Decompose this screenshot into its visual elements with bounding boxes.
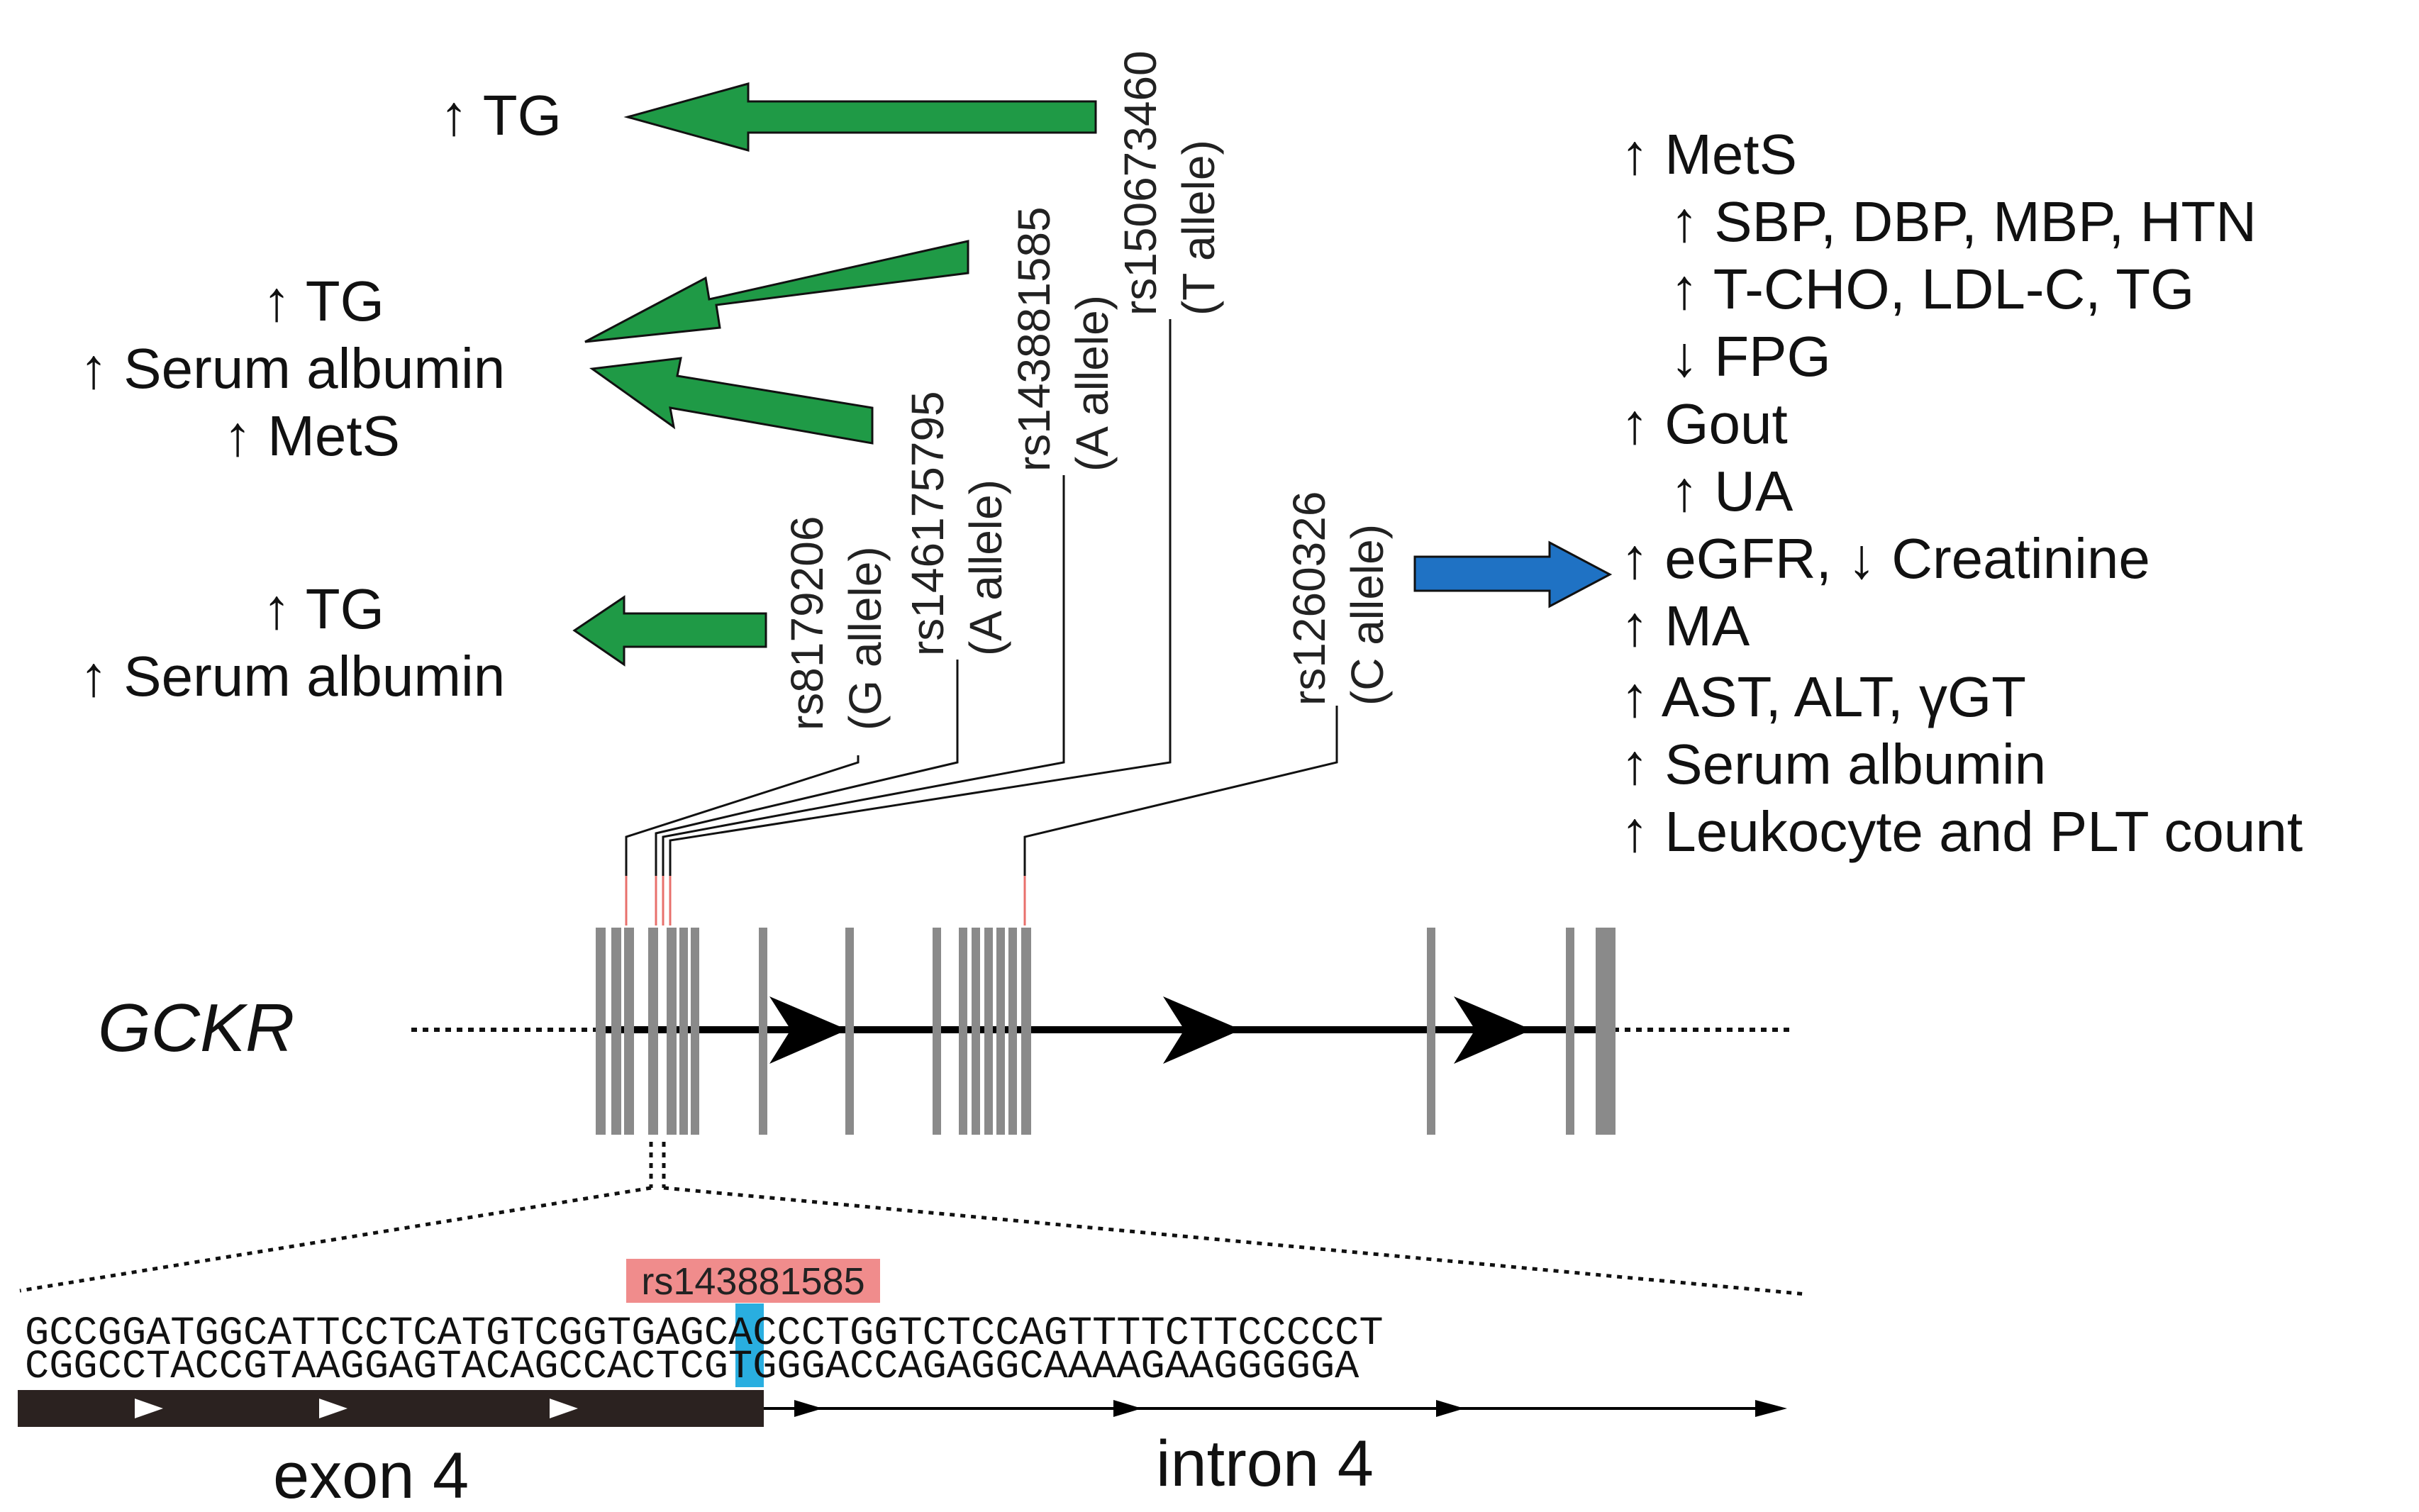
snp-highlight-base-box bbox=[735, 1303, 764, 1387]
seq-top-right: GTGAGCACCCTGGTCTCCAGTTTTCTTCCCCCT bbox=[583, 1311, 1384, 1357]
snp-label-rs146175795: rs146175795 (A allele) bbox=[902, 391, 1011, 656]
assoc-rs1260326-list: ↑ MetS ↑ SBP, DBP, MBP, HTN ↑ T-CHO, LDL… bbox=[1620, 123, 2303, 863]
snp-connectors bbox=[625, 319, 1338, 876]
intron-label: intron 4 bbox=[1156, 1428, 1374, 1500]
exon-1 bbox=[596, 928, 606, 1135]
assoc-group-3: ↑ TG ↑ Serum albumin bbox=[79, 577, 505, 708]
chevron-right-icon bbox=[319, 1399, 347, 1418]
snp-allele-rs143881585: (A allele) bbox=[1067, 295, 1118, 472]
strand-arrow-icon-1 bbox=[769, 996, 847, 1064]
seq-top-left: GCCGGATGGCATTCCTCATGTC bbox=[25, 1311, 559, 1357]
seq-top-snp-base: G bbox=[559, 1311, 583, 1357]
exon-18 bbox=[1566, 928, 1574, 1135]
strand-arrow-icon-3 bbox=[1454, 996, 1532, 1064]
seq-bottom-snp-base: C bbox=[559, 1345, 583, 1390]
exon-8 bbox=[759, 928, 767, 1135]
assoc-right-line-3: ↑ T-CHO, LDL-C, TG bbox=[1670, 257, 2194, 321]
exon-17 bbox=[1427, 928, 1435, 1135]
snp-label-rs143881585: rs143881585 (A allele) bbox=[1008, 206, 1118, 472]
exon-4 bbox=[648, 928, 658, 1135]
assoc-right-line-5: ↑ Gout bbox=[1620, 392, 1788, 455]
assoc-right-line-8: ↑ MA bbox=[1620, 594, 1750, 657]
assoc-right-line-1: ↑ MetS bbox=[1620, 123, 1797, 186]
assoc-right-line-11: ↑ Leukocyte and PLT count bbox=[1620, 800, 2303, 863]
exon-13 bbox=[984, 928, 993, 1135]
snp-label-rs8179206: rs8179206 (G allele) bbox=[782, 516, 891, 730]
green-arrow-rs8179206 bbox=[572, 595, 767, 667]
snp-id-rs146175795: rs146175795 bbox=[902, 391, 953, 656]
connector-rs143881585 bbox=[662, 475, 1065, 876]
exon-5 bbox=[667, 928, 677, 1135]
connector-rs150673460 bbox=[669, 319, 1172, 876]
assoc-group2-line-3: ↑ MetS bbox=[223, 404, 400, 467]
snp-id-rs8179206: rs8179206 bbox=[782, 516, 833, 730]
snp-highlight-label-box bbox=[626, 1259, 880, 1303]
exon-16 bbox=[1021, 928, 1031, 1135]
gene-name: GCKR bbox=[98, 990, 294, 1066]
green-arrow-rs150673460 bbox=[623, 82, 1097, 152]
exon-6 bbox=[679, 928, 688, 1135]
exon-15 bbox=[1008, 928, 1017, 1135]
exon-2 bbox=[611, 928, 621, 1135]
chevron-right-icon bbox=[550, 1399, 578, 1418]
assoc-right-line-6: ↑ UA bbox=[1670, 460, 1794, 523]
assoc-right-line-4: ↓ FPG bbox=[1670, 325, 1831, 388]
intron-arrow-icon bbox=[1755, 1400, 1787, 1417]
exon-14 bbox=[996, 928, 1005, 1135]
snp-id-rs150673460: rs150673460 bbox=[1115, 50, 1166, 316]
intron-arrow-icon bbox=[1436, 1400, 1464, 1417]
assoc-right-line-9: ↑ AST, ALT, γGT bbox=[1620, 665, 2026, 728]
snp-allele-rs146175795: (A allele) bbox=[960, 479, 1011, 656]
snp-allele-rs150673460: (T allele) bbox=[1173, 140, 1224, 316]
intron-arrow-icon bbox=[794, 1400, 823, 1417]
snp-id-rs143881585: rs143881585 bbox=[1008, 206, 1060, 472]
assoc-right-line-7: ↑ eGFR, ↓ Creatinine bbox=[1620, 527, 2150, 590]
exon-track-arrows bbox=[135, 1399, 578, 1418]
snp-allele-rs1260326: (C allele) bbox=[1342, 524, 1393, 706]
snp-allele-rs8179206: (G allele) bbox=[840, 546, 891, 730]
assoc-group2-line-1: ↑ TG bbox=[262, 269, 384, 333]
seq-bottom-right: CACTCGTGGGACCAGAGGCAAAAGAAGGGGGA bbox=[583, 1345, 1359, 1390]
exon-19 bbox=[1596, 928, 1616, 1135]
exon-7 bbox=[691, 928, 699, 1135]
zoom-lines bbox=[19, 1142, 1808, 1296]
exon-3 bbox=[624, 928, 634, 1135]
snp-label-rs150673460: rs150673460 (T allele) bbox=[1115, 50, 1224, 316]
snp-id-rs1260326: rs1260326 bbox=[1284, 491, 1335, 706]
exon-10 bbox=[933, 928, 941, 1135]
connector-rs146175795 bbox=[655, 660, 959, 876]
connector-rs1260326 bbox=[1023, 706, 1338, 876]
exon-12 bbox=[972, 928, 980, 1135]
green-arrow-rs146175795 bbox=[589, 357, 874, 445]
snp-label-rs1260326: rs1260326 (C allele) bbox=[1284, 491, 1393, 706]
connector-rs8179206 bbox=[625, 755, 860, 876]
blue-arrow-rs1260326 bbox=[1413, 540, 1613, 608]
exon-label: exon 4 bbox=[273, 1440, 469, 1512]
exon-track bbox=[18, 1390, 764, 1427]
assoc-group-2: ↑ TG ↑ Serum albumin ↑ MetS bbox=[79, 269, 505, 467]
seq-bottom-left: CGGCCTACCGTAAGGAGTACAG bbox=[25, 1345, 559, 1390]
exon-bars bbox=[596, 928, 1616, 1135]
sequence-bottom-strand: CGGCCTACCGTAAGGAGTACAGCCACTCGTGGGACCAGAG… bbox=[25, 1345, 1359, 1390]
assoc-group-1: ↑ TG bbox=[440, 84, 562, 147]
assoc-group1-line-1: ↑ TG bbox=[440, 84, 562, 147]
assoc-group3-line-2: ↑ Serum albumin bbox=[79, 645, 505, 708]
exon-9 bbox=[845, 928, 854, 1135]
green-arrow-rs143881585 bbox=[584, 240, 969, 343]
sequence-top-strand: GCCGGATGGCATTCCTCATGTCGGTGAGCACCCTGGTCTC… bbox=[25, 1311, 1384, 1357]
assoc-group3-line-1: ↑ TG bbox=[262, 577, 384, 640]
assoc-right-line-10: ↑ Serum albumin bbox=[1620, 733, 2046, 796]
snp-position-ticks bbox=[625, 876, 1026, 925]
intron-arrow-icon bbox=[1113, 1400, 1142, 1417]
chevron-right-icon bbox=[135, 1399, 163, 1418]
assoc-right-line-2: ↑ SBP, DBP, MBP, HTN bbox=[1670, 190, 2257, 253]
intron-track bbox=[764, 1400, 1787, 1417]
assoc-group2-line-2: ↑ Serum albumin bbox=[79, 337, 505, 400]
snp-highlight-label: rs143881585 bbox=[641, 1260, 864, 1303]
exon-11 bbox=[959, 928, 967, 1135]
strand-arrow-icon-2 bbox=[1163, 996, 1241, 1064]
